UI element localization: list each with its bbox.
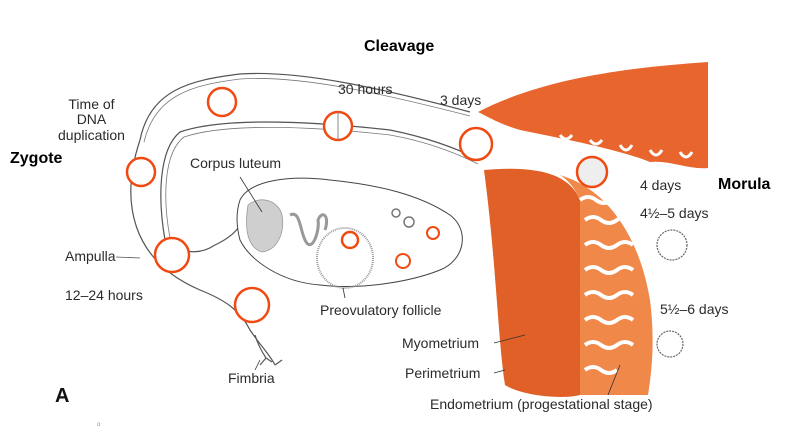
endometrium-leader bbox=[607, 364, 621, 396]
tube-to-fimbria bbox=[130, 139, 276, 366]
time-5-6-days: 5½–6 days bbox=[660, 301, 729, 317]
dna-line-3: duplication bbox=[58, 126, 125, 143]
panel-letter: A bbox=[55, 385, 70, 407]
fimbria-fronds bbox=[254, 334, 283, 366]
stage-label-morula: Morula bbox=[718, 176, 771, 193]
uterine-tube-inner-wall-2 bbox=[165, 126, 479, 239]
fertilization-oocyte bbox=[153, 236, 191, 274]
stray-mark: ɑ bbox=[97, 422, 101, 428]
preovulatory-follicle-shape bbox=[316, 227, 374, 289]
growing-follicle-1 bbox=[426, 226, 440, 240]
uterine-tube-outer-wall bbox=[139, 72, 471, 141]
blastocyst bbox=[656, 229, 688, 261]
ovulated-oocyte bbox=[233, 286, 271, 324]
zygote-cell bbox=[125, 156, 157, 188]
time-30-hours: 30 hours bbox=[338, 81, 393, 97]
multi-cell-stage bbox=[458, 126, 494, 162]
primordial-follicle-1 bbox=[391, 208, 401, 218]
primordial-follicle-2 bbox=[403, 216, 415, 228]
corpus-luteum-leader bbox=[239, 176, 263, 213]
dna-duplication-label: Time of DNA duplication bbox=[58, 96, 125, 143]
endometrial-glands bbox=[578, 195, 635, 375]
time-4-days: 4 days bbox=[640, 177, 682, 193]
implanting-blastocyst bbox=[656, 330, 684, 358]
label-preovulatory-follicle: Preovulatory follicle bbox=[320, 302, 442, 318]
corpus-albicans bbox=[289, 212, 329, 247]
myometrium bbox=[484, 168, 580, 397]
uterine-tube-outer-wall-inner bbox=[143, 78, 471, 143]
myometrium-leader bbox=[493, 334, 526, 344]
follicle-oocyte bbox=[340, 230, 360, 250]
time-4-5-days: 4½–5 days bbox=[640, 205, 709, 221]
zygote-pronuclei-stage bbox=[206, 86, 238, 118]
follicle-leader bbox=[342, 287, 346, 299]
label-myometrium: Myometrium bbox=[402, 335, 480, 351]
label-corpus-luteum: Corpus luteum bbox=[190, 155, 282, 171]
label-ampulla: Ampulla bbox=[65, 248, 116, 264]
morula-cell bbox=[575, 155, 609, 189]
dna-line-1: Time of bbox=[68, 96, 115, 112]
stage-label-zygote: Zygote bbox=[10, 150, 63, 167]
uterine-wall-upper bbox=[478, 62, 708, 169]
dna-line-2: DNA bbox=[76, 111, 107, 128]
endometrium-upper-glands bbox=[558, 134, 694, 159]
corpus-luteum-shape bbox=[246, 199, 284, 253]
time-12-24-hours: 12–24 hours bbox=[65, 287, 143, 303]
ampulla-leader bbox=[115, 256, 141, 259]
time-3-days: 3 days bbox=[440, 92, 482, 108]
growing-follicle-2 bbox=[395, 253, 411, 269]
label-perimetrium: Perimetrium bbox=[405, 365, 481, 381]
label-fimbria: Fimbria bbox=[228, 370, 275, 386]
uterine-tube-inner-wall bbox=[160, 121, 481, 241]
stage-label-cleavage: Cleavage bbox=[364, 38, 435, 55]
endometrium-lower bbox=[560, 175, 653, 395]
label-endometrium: Endometrium (progestational stage) bbox=[430, 396, 653, 412]
fimbria-leader bbox=[254, 359, 261, 371]
perimetrium-leader bbox=[493, 369, 506, 374]
